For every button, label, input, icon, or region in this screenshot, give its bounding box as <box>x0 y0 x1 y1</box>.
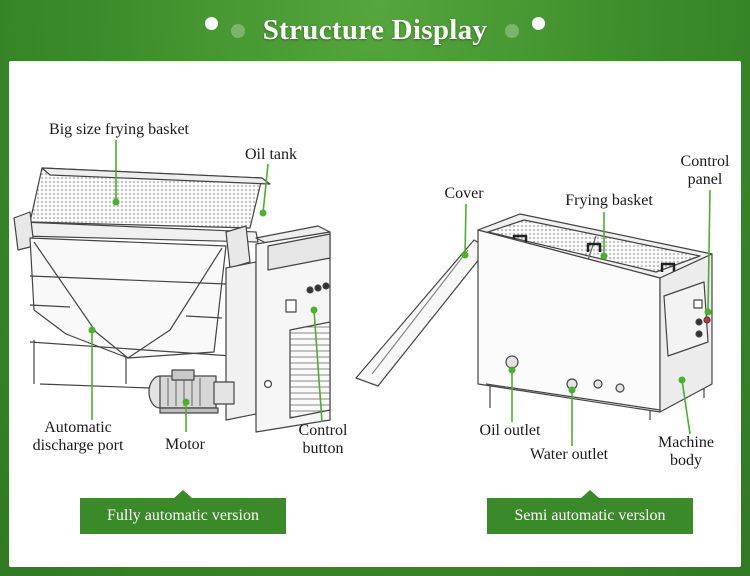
label-oil-outlet: Oil outlet <box>479 422 541 439</box>
title-decoration-dot <box>205 17 218 30</box>
label-frying-basket: Frying basket <box>565 192 653 209</box>
label-automatic-discharge-port-line1: Automatic <box>44 419 112 436</box>
label-automatic-discharge-port-line2: discharge port <box>32 437 124 454</box>
page-title: Structure Display <box>262 14 488 46</box>
label-control-button-line2: button <box>302 440 344 457</box>
label-control-button-line1: Control <box>298 422 348 439</box>
title-decoration-dot <box>532 17 545 30</box>
caption-semi-automatic-version: Semi automatic verslon <box>487 490 693 534</box>
title-decoration-dot <box>231 24 245 38</box>
label-cover: Cover <box>444 185 484 202</box>
label-control-panel-line2: panel <box>687 171 723 188</box>
label-water-outlet: Water outlet <box>529 446 609 463</box>
title-decoration-dot <box>505 24 519 38</box>
caption-fully-automatic-version: Fully automatic version <box>80 490 286 534</box>
label-motor: Motor <box>165 436 205 453</box>
label-machine-body-line1: Machine <box>658 434 714 451</box>
label-control-panel-line1: Control <box>680 153 730 170</box>
label-big-size-frying-basket: Big size frying basket <box>49 121 189 138</box>
label-oil-tank: Oil tank <box>245 146 297 163</box>
label-machine-body-line2: body <box>670 452 702 469</box>
